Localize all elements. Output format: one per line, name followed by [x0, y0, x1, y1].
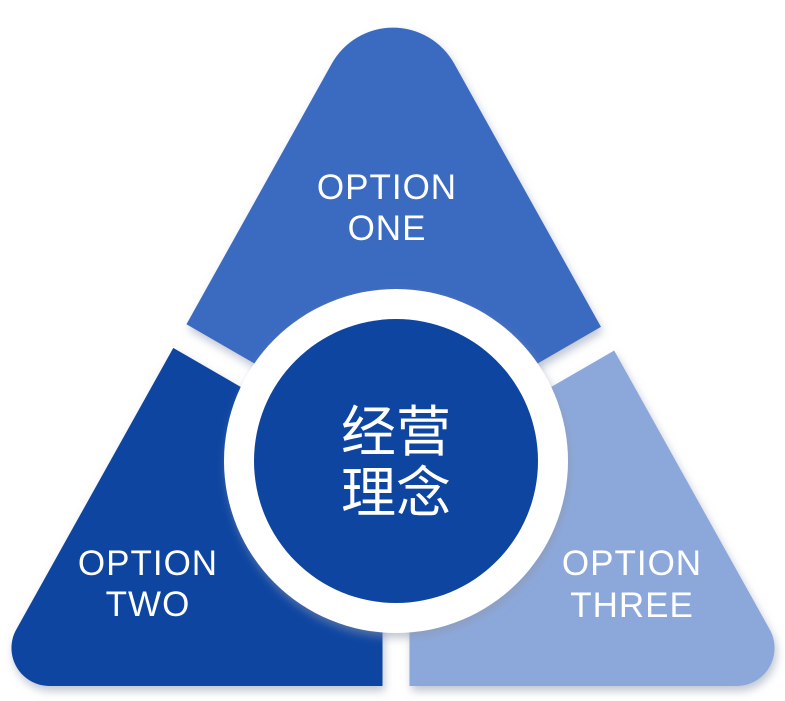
center-circle: [254, 319, 538, 603]
center-title-line1: 经营: [341, 401, 451, 463]
triangle-segment-top: [11, 27, 775, 446]
label-top-line1: OPTION: [317, 168, 457, 207]
triangle-segment-bottom-left: [11, 27, 383, 687]
label-top-line2: ONE: [348, 209, 427, 248]
label-bottom-right-line1: OPTION: [562, 544, 702, 583]
triangle-segment-bottom-right: [409, 27, 775, 687]
triangle-segment-bottom-left-shape: [11, 27, 383, 687]
center-title-line2: 理念: [341, 462, 451, 524]
triangle-segment-bottom-right-shape: [409, 27, 775, 687]
triangle-segment-top-shape: [11, 27, 775, 446]
label-bottom-left-line2: TWO: [106, 585, 191, 624]
label-bottom-left-line1: OPTION: [78, 544, 218, 583]
label-bottom-right-line2: THREE: [570, 586, 694, 625]
